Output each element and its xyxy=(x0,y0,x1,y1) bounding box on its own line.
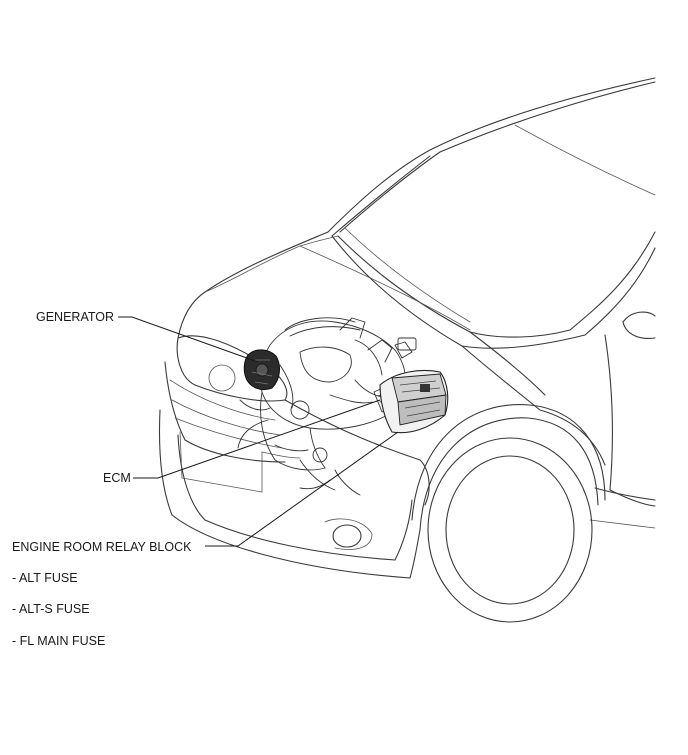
ecm-label: ECM xyxy=(103,471,131,485)
alt-s-fuse-label: - ALT-S FUSE xyxy=(12,602,90,616)
car-body xyxy=(177,77,656,529)
alt-fuse-label: - ALT FUSE xyxy=(12,571,78,585)
front-bumper xyxy=(158,335,430,579)
relay-block-component xyxy=(379,369,449,434)
relay-block-label: ENGINE ROOM RELAY BLOCK xyxy=(12,540,192,554)
leader-lines xyxy=(118,316,399,547)
fl-main-fuse-label: - FL MAIN FUSE xyxy=(12,634,106,648)
generator-component xyxy=(243,349,280,391)
ecm-leader xyxy=(133,399,381,479)
relay-block-leader xyxy=(205,431,399,547)
generator-label: GENERATOR xyxy=(36,310,115,324)
generator-leader xyxy=(118,316,259,363)
front-wheel xyxy=(411,404,606,623)
engine-compartment xyxy=(237,317,417,496)
